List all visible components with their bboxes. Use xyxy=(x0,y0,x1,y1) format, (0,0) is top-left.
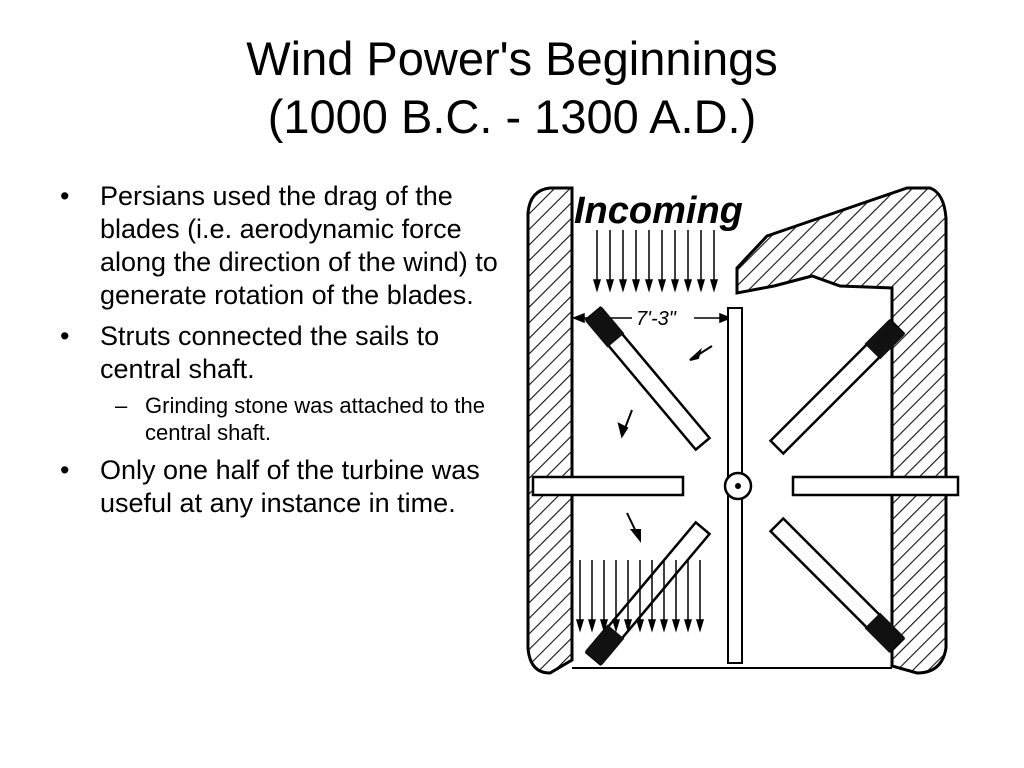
rotation-arrows xyxy=(617,345,713,543)
slide-title-line-1: Wind Power's Beginnings xyxy=(246,32,778,85)
dimension-label-bg xyxy=(632,308,694,328)
right-wall xyxy=(735,186,948,675)
bullet-item: Only one half of the turbine was useful … xyxy=(60,454,500,520)
bullet-item: Struts connected the sails to central sh… xyxy=(60,320,500,446)
sail-tips xyxy=(584,306,905,666)
outgoing-wind-arrows xyxy=(575,560,705,633)
bullet-item: Persians used the drag of the blades (i.… xyxy=(60,180,500,312)
bullet-list: Persians used the drag of the blades (i.… xyxy=(60,180,500,528)
dimension-label: 7'-3" xyxy=(636,308,677,330)
central-hub-dot xyxy=(735,483,741,489)
sub-bullet-list: Grinding stone was attached to the centr… xyxy=(100,392,500,446)
left-wall xyxy=(526,186,574,675)
bullet-text: Only one half of the turbine was useful … xyxy=(100,455,480,518)
incoming-wind-arrows xyxy=(592,230,719,293)
bullet-text: Struts connected the sails to central sh… xyxy=(100,321,440,384)
sub-bullet-item: Grinding stone was attached to the centr… xyxy=(100,392,500,446)
slide-title-line-2: (1000 B.C. - 1300 A.D.) xyxy=(267,90,757,143)
incoming-label: Incoming xyxy=(574,190,743,232)
bullet-text: Persians used the drag of the blades (i.… xyxy=(100,181,498,310)
blades xyxy=(531,306,960,666)
sub-bullet-text: Grinding stone was attached to the centr… xyxy=(145,393,485,445)
persian-windmill-diagram: Incoming 7'-3" xyxy=(526,186,960,675)
slide-title: Wind Power's Beginnings (1000 B.C. - 130… xyxy=(0,30,1024,146)
